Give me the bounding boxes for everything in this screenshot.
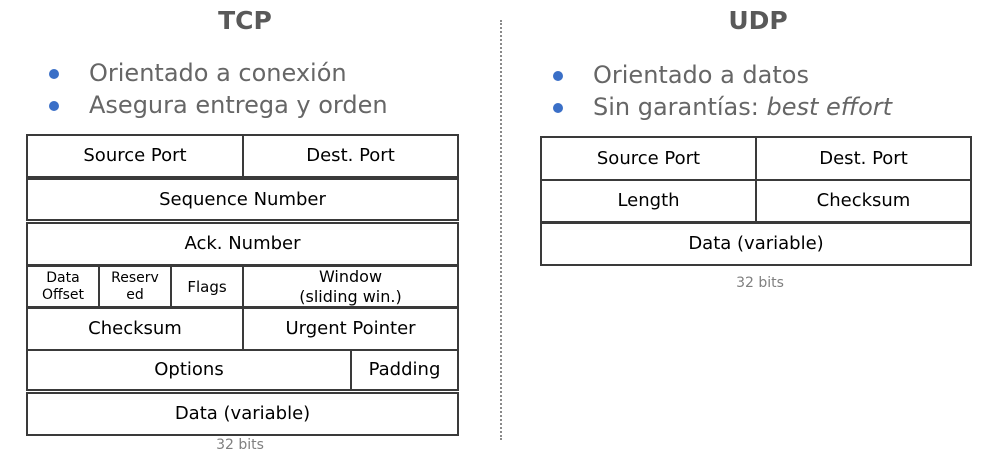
tcp-field-label: Padding xyxy=(368,359,441,381)
tcp-field-label: Ack. Number xyxy=(184,233,301,255)
tcp-field-label: Window xyxy=(318,267,383,287)
tcp-bullet-text: Asegura entrega y orden xyxy=(89,91,388,119)
udp-field-checksum: Checksum xyxy=(755,179,972,223)
tcp-field-label: ed xyxy=(126,286,144,303)
udp-field-label: Source Port xyxy=(596,147,701,169)
tcp-bullet-list: Orientado a conexión Asegura entrega y o… xyxy=(49,57,388,121)
udp-field-data: Data (variable) xyxy=(540,222,972,266)
tcp-field-dest-port: Dest. Port xyxy=(242,134,459,178)
udp-field-source-port: Source Port xyxy=(540,136,757,181)
tcp-field-label: Sequence Number xyxy=(159,188,326,210)
udp-field-label: Checksum xyxy=(816,190,911,212)
tcp-field-label: Urgent Pointer xyxy=(285,318,416,340)
udp-field-dest-port: Dest. Port xyxy=(755,136,972,181)
udp-bullet-item: Orientado a datos xyxy=(553,59,892,91)
udp-bullet-emphasis: best effort xyxy=(766,93,893,121)
tcp-field-label: Checksum xyxy=(88,318,182,340)
tcp-field-label: Offset xyxy=(41,286,85,303)
tcp-field-label: Data (variable) xyxy=(174,403,311,425)
bullet-icon xyxy=(49,69,59,79)
udp-field-label: Dest. Port xyxy=(819,147,908,169)
tcp-field-label: Dest. Port xyxy=(306,145,395,167)
tcp-title: TCP xyxy=(218,6,272,35)
udp-field-label: Data (variable) xyxy=(688,233,824,255)
bullet-icon xyxy=(553,71,563,81)
tcp-bullet-item: Orientado a conexión xyxy=(49,57,388,89)
tcp-field-label: Options xyxy=(154,359,224,381)
tcp-field-data-offset: Data Offset xyxy=(26,265,100,308)
udp-field-label: Length xyxy=(617,190,680,212)
tcp-field-checksum: Checksum xyxy=(26,307,244,351)
udp-bullet-item: Sin garantías: best effort xyxy=(553,91,893,123)
udp-bullet-text: Sin garantías: xyxy=(593,93,767,121)
tcp-field-data: Data (variable) xyxy=(26,392,459,436)
tcp-field-padding: Padding xyxy=(350,349,459,391)
tcp-bullet-item: Asegura entrega y orden xyxy=(49,89,388,121)
tcp-field-label: Reserv xyxy=(111,269,159,286)
tcp-field-urgent-pointer: Urgent Pointer xyxy=(242,307,459,351)
tcp-field-label: Data xyxy=(46,269,80,286)
tcp-field-label: Flags xyxy=(187,277,227,296)
udp-field-length: Length xyxy=(540,179,757,223)
tcp-bullet-text: Orientado a conexión xyxy=(89,59,347,87)
tcp-field-options: Options xyxy=(26,349,352,391)
udp-bullet-list: Orientado a datos Sin garantías: best ef… xyxy=(553,59,893,123)
tcp-field-sequence-number: Sequence Number xyxy=(26,178,459,221)
bullet-icon xyxy=(553,103,563,113)
udp-bullet-text: Orientado a datos xyxy=(593,61,809,89)
tcp-field-source-port: Source Port xyxy=(26,134,244,178)
section-divider xyxy=(500,20,502,440)
tcp-field-label: Source Port xyxy=(83,145,187,167)
tcp-field-label: (sliding win.) xyxy=(299,286,402,306)
tcp-field-window: Window (sliding win.) xyxy=(242,265,459,308)
tcp-field-flags: Flags xyxy=(170,265,244,308)
tcp-width-caption: 32 bits xyxy=(216,437,264,453)
udp-title: UDP xyxy=(728,6,788,35)
tcp-field-ack-number: Ack. Number xyxy=(26,222,459,266)
udp-width-caption: 32 bits xyxy=(736,275,784,291)
tcp-field-reserved: Reserv ed xyxy=(98,265,172,308)
bullet-icon xyxy=(49,101,59,111)
